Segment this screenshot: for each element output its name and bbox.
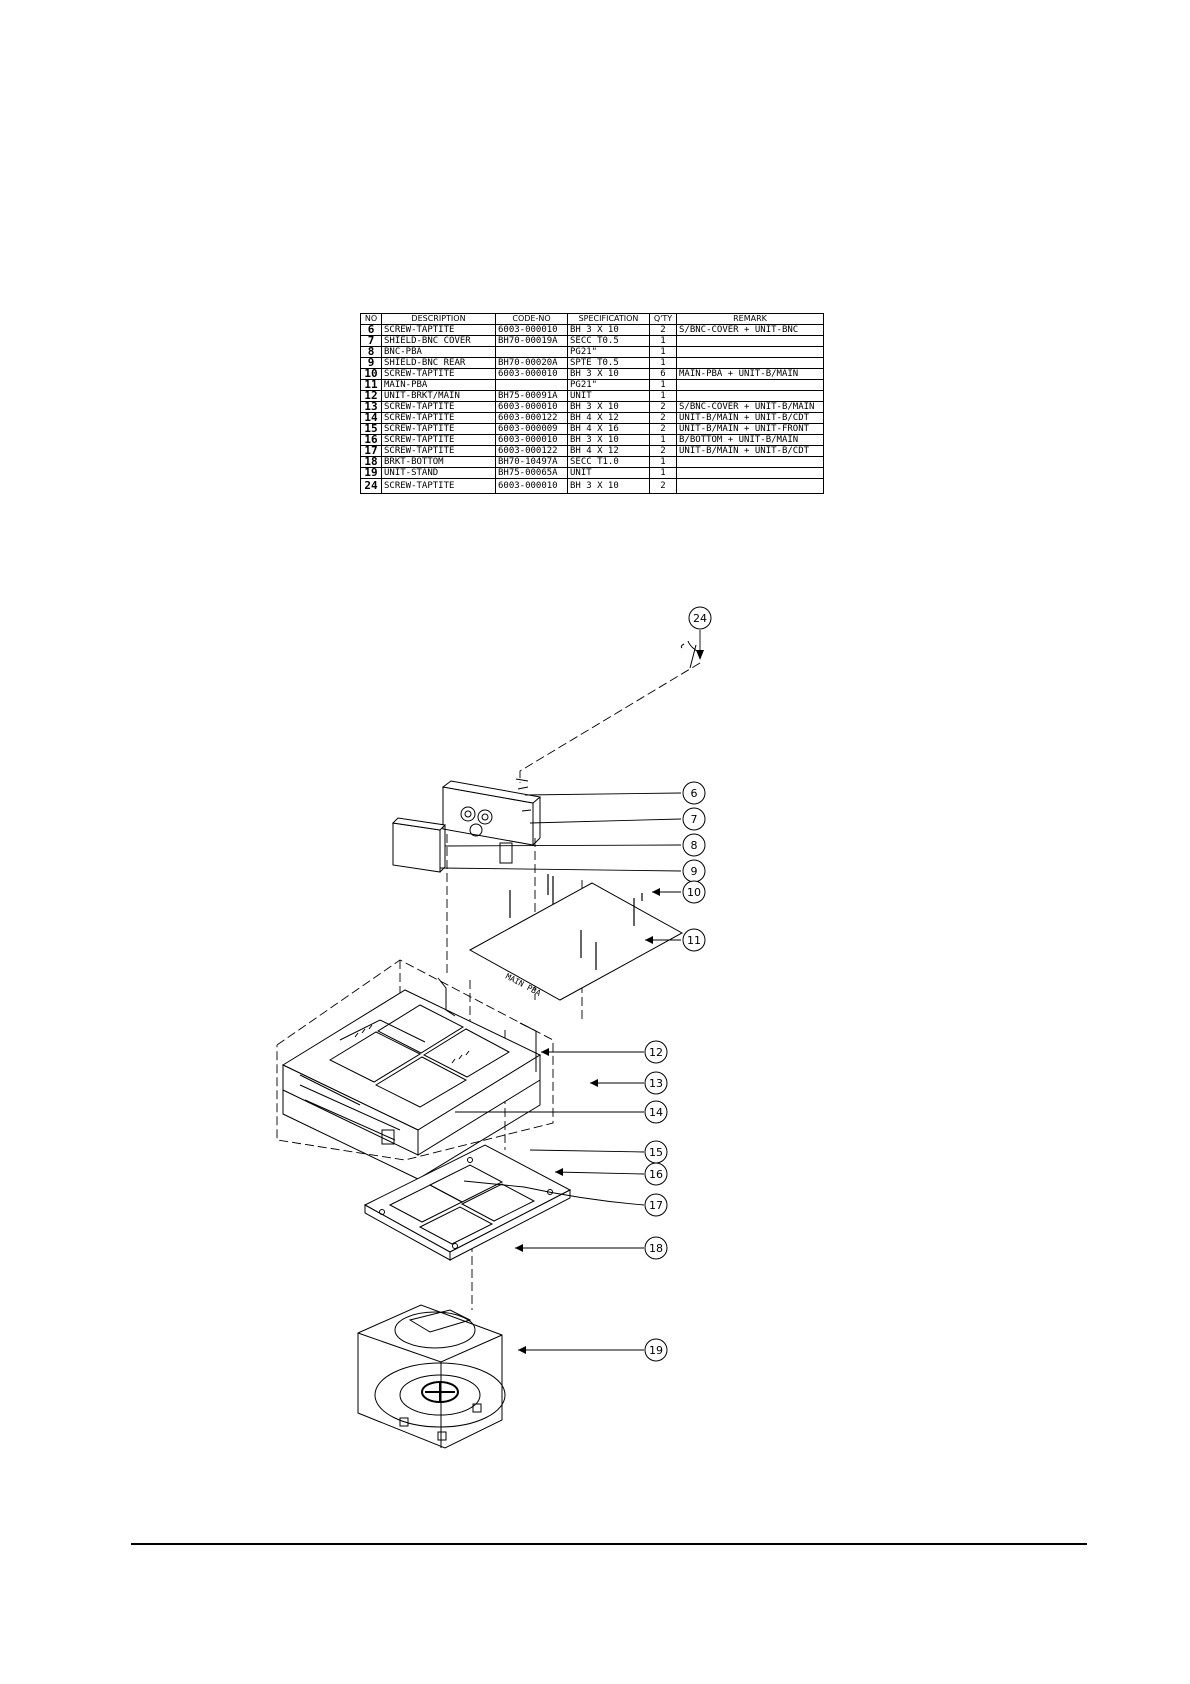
main-bracket-chassis — [281, 977, 542, 1180]
callout-circle — [644, 1162, 668, 1186]
callout-number: 18 — [649, 1242, 663, 1255]
callout-number: 8 — [691, 839, 698, 852]
callout-number: 19 — [649, 1344, 663, 1357]
parts-table: NO DESCRIPTION CODE-NO SPECIFICATION Q'T… — [360, 313, 824, 494]
callout-number: 16 — [649, 1168, 663, 1181]
cell-description: SCREW-TAPTITE — [381, 478, 496, 494]
callout-number: 14 — [649, 1106, 663, 1119]
callout-circle — [644, 1236, 668, 1260]
callout-circle — [644, 1193, 668, 1217]
callout-number: 24 — [693, 612, 707, 625]
callout-circle — [682, 833, 706, 857]
callout-circle — [682, 781, 706, 805]
callout-circle — [644, 1100, 668, 1124]
main-pba-board — [468, 874, 684, 1001]
callout-circle — [682, 928, 706, 952]
callout-number: 12 — [649, 1046, 663, 1059]
bottom-bracket — [363, 1144, 572, 1261]
callout-group: 24 6 7 8 9 10 11 12 13 14 15 16 17 18 19 — [644, 606, 712, 1362]
cell-remark — [676, 478, 824, 494]
arrowheads — [515, 650, 704, 1354]
callout-number: 10 — [687, 886, 701, 899]
callout-number: 6 — [691, 787, 698, 800]
callout-circle — [644, 1338, 668, 1362]
bnc-cover-assembly — [391, 778, 542, 873]
callout-number: 9 — [691, 865, 698, 878]
callout-circle — [644, 1071, 668, 1095]
callout-number: 13 — [649, 1077, 663, 1090]
callout-circle — [682, 807, 706, 831]
callout-number: 11 — [687, 934, 701, 947]
callout-circle — [682, 880, 706, 904]
callout-number: 17 — [649, 1199, 663, 1212]
part-24-screw — [680, 640, 701, 669]
stand-unit — [357, 1304, 506, 1449]
footer-rule — [131, 1543, 1087, 1545]
callout-number: 15 — [649, 1146, 663, 1159]
callout-number: 7 — [691, 813, 698, 826]
callout-circle — [644, 1040, 668, 1064]
callout-circle — [688, 606, 712, 630]
